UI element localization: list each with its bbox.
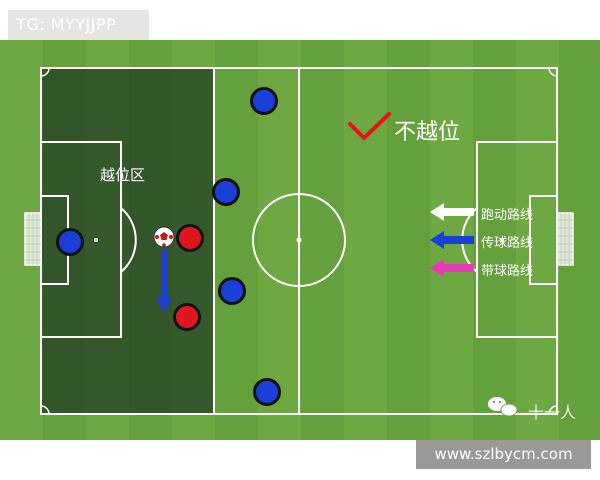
dribble-route-arrow-icon	[430, 259, 474, 277]
legend-run-route-label: 跑动路线	[481, 208, 534, 223]
blue-player-top	[250, 87, 278, 115]
pass-route-arrow-icon	[430, 231, 474, 249]
center-spot	[296, 237, 302, 243]
site-url-label: www.szlbycm.com	[416, 440, 591, 469]
left-penalty-spot	[94, 238, 98, 242]
right-goal-area	[529, 195, 558, 285]
run-route-arrow-icon	[430, 203, 474, 221]
corner-arc-bl	[40, 405, 50, 415]
watermark-brand: 十一人	[528, 403, 577, 422]
offside-zone-label: 越位区	[100, 166, 146, 184]
corner-arc-tl	[40, 67, 50, 77]
tag-label: TG: MYYJJPP	[8, 10, 149, 40]
check-mark-icon	[348, 112, 391, 140]
corner-arc-tr	[548, 67, 558, 77]
legend-dribble-route-label: 带球路线	[481, 264, 534, 279]
blue-player-lower-mid	[218, 277, 246, 305]
blue-player-bottom	[253, 378, 281, 406]
wechat-icon	[488, 397, 518, 417]
red-player-attacker-top	[176, 224, 204, 252]
pass-route-arrowhead	[156, 298, 172, 312]
blue-player-goalkeeper	[56, 228, 84, 256]
not-offside-label: 不越位	[394, 120, 461, 145]
blue-player-upper-mid	[212, 178, 240, 206]
left-penalty-arc	[120, 207, 137, 273]
center-circle	[252, 193, 346, 287]
soccer-ball-icon	[153, 226, 175, 248]
red-player-attacker-bottom	[173, 303, 201, 331]
right-penalty-spot	[500, 238, 504, 242]
legend-pass-route-label: 传球路线	[481, 236, 534, 251]
corner-arc-br	[548, 405, 558, 415]
